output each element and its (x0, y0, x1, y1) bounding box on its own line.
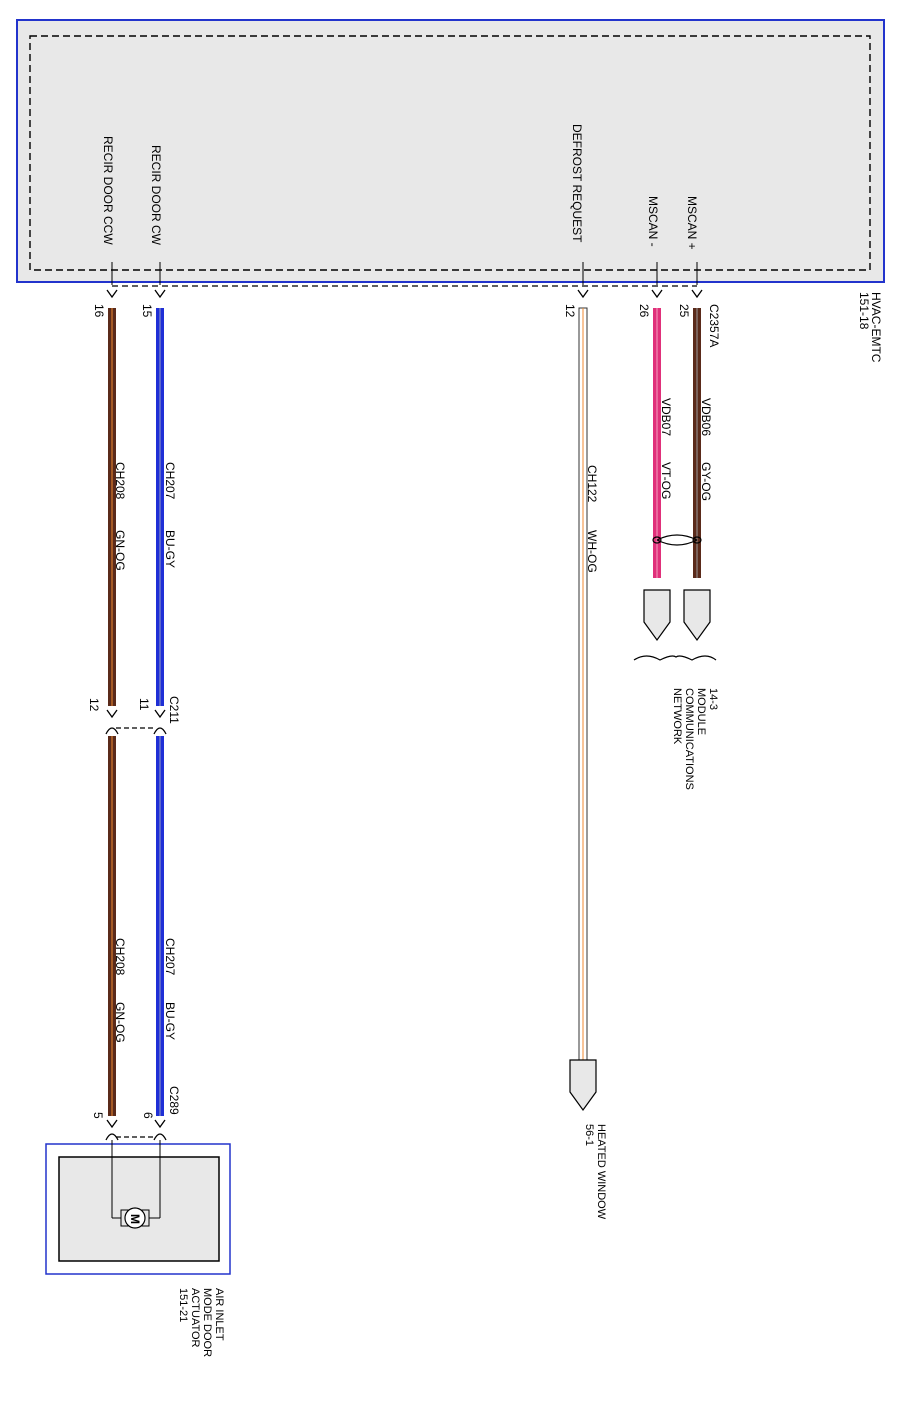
network-brace (633, 655, 717, 661)
network-ref-line3: COMMUNICATIONS (683, 688, 695, 790)
c211-label: C211 (167, 696, 181, 724)
circuit-label-ch208-id-lower: CH208 (113, 938, 127, 976)
network-terminators (643, 589, 711, 642)
pin-num-26: 26 (637, 304, 651, 318)
pin-label-mscan-minus: MSCAN - (646, 196, 660, 247)
circuit-label-ch207-color-upper: BU-GY (163, 530, 177, 568)
pin-num-12: 12 (563, 304, 577, 318)
circuit-label-ch208-id-upper: CH208 (113, 462, 127, 500)
pin-num-16: 16 (92, 304, 106, 318)
pin-num-15: 15 (140, 304, 154, 318)
actuator-line1: AIR INLET (213, 1288, 225, 1341)
actuator-line3: ACTUATOR (189, 1288, 201, 1348)
actuator-line2: MODE DOOR (201, 1288, 213, 1357)
circuit-label-ch207-id-upper: CH207 (163, 462, 177, 500)
circuit-label-ch208-color-lower: GN-OG (113, 1002, 127, 1043)
wire-vdb06 (693, 308, 701, 578)
motor-symbol: M (128, 1214, 142, 1224)
pin-num-25: 25 (677, 304, 691, 318)
inline-connector-c211 (105, 709, 167, 735)
circuit-label-ch208-color-upper: GN-OG (113, 530, 127, 571)
heated-window-line1: HEATED WINDOW (595, 1124, 607, 1220)
circuit-label-vdb06-id: VDB06 (699, 398, 713, 436)
pin-label-recir-cw: RECIR DOOR CW (149, 145, 163, 246)
motor-icon (124, 1207, 146, 1229)
pin-label-defrost: DEFROST REQUEST (570, 124, 584, 243)
hvac-module (16, 19, 885, 283)
heated-window-terminator (569, 1059, 597, 1112)
air-inlet-actuator (45, 1140, 231, 1275)
actuator-line4: 151-21 (177, 1288, 189, 1322)
c289-pin-5: 5 (91, 1112, 105, 1119)
wire-ch207-upper (156, 308, 164, 706)
circuit-label-ch207-id-lower: CH207 (163, 938, 177, 976)
c211-pin-12: 12 (87, 698, 101, 712)
circuit-label-vdb07-color: VT-OG (659, 462, 673, 499)
circuit-label-vdb07-id: VDB07 (659, 398, 673, 436)
wire-ch122 (578, 307, 588, 1061)
wire-vdb07 (653, 308, 661, 578)
hvac-module-name: HVAC-EMTC (869, 292, 883, 363)
circuit-label-ch207-color-lower: BU-GY (163, 1002, 177, 1040)
circuit-label-ch122-id: CH122 (585, 465, 599, 503)
c211-pin-11: 11 (137, 698, 151, 711)
wire-ch208-upper (108, 308, 116, 706)
network-ref-line1: 14-3 (707, 688, 719, 710)
actuator-connector-c289 (105, 1119, 167, 1141)
pin-label-mscan-plus: MSCAN + (685, 196, 699, 250)
circuit-label-ch122-color: WH-OG (585, 530, 599, 573)
network-ref-line4: NETWORK (671, 688, 683, 745)
c289-label: C289 (167, 1086, 181, 1115)
internal-leads (111, 262, 698, 285)
hvac-connector-id: C2357A (707, 304, 721, 347)
hvac-module-ref: 151-18 (857, 292, 871, 330)
network-ref-line2: MODULE (695, 688, 707, 735)
twisted-pair-mark (652, 534, 702, 546)
wire-ch207-lower (156, 736, 164, 1116)
circuit-label-vdb06-color: GY-OG (699, 462, 713, 501)
wire-ch208-lower (108, 736, 116, 1116)
pin-label-recir-ccw: RECIR DOOR CCW (101, 136, 115, 245)
hvac-terminals (106, 289, 703, 299)
heated-window-line2: 56-1 (583, 1124, 595, 1146)
c289-pin-6: 6 (141, 1112, 155, 1119)
